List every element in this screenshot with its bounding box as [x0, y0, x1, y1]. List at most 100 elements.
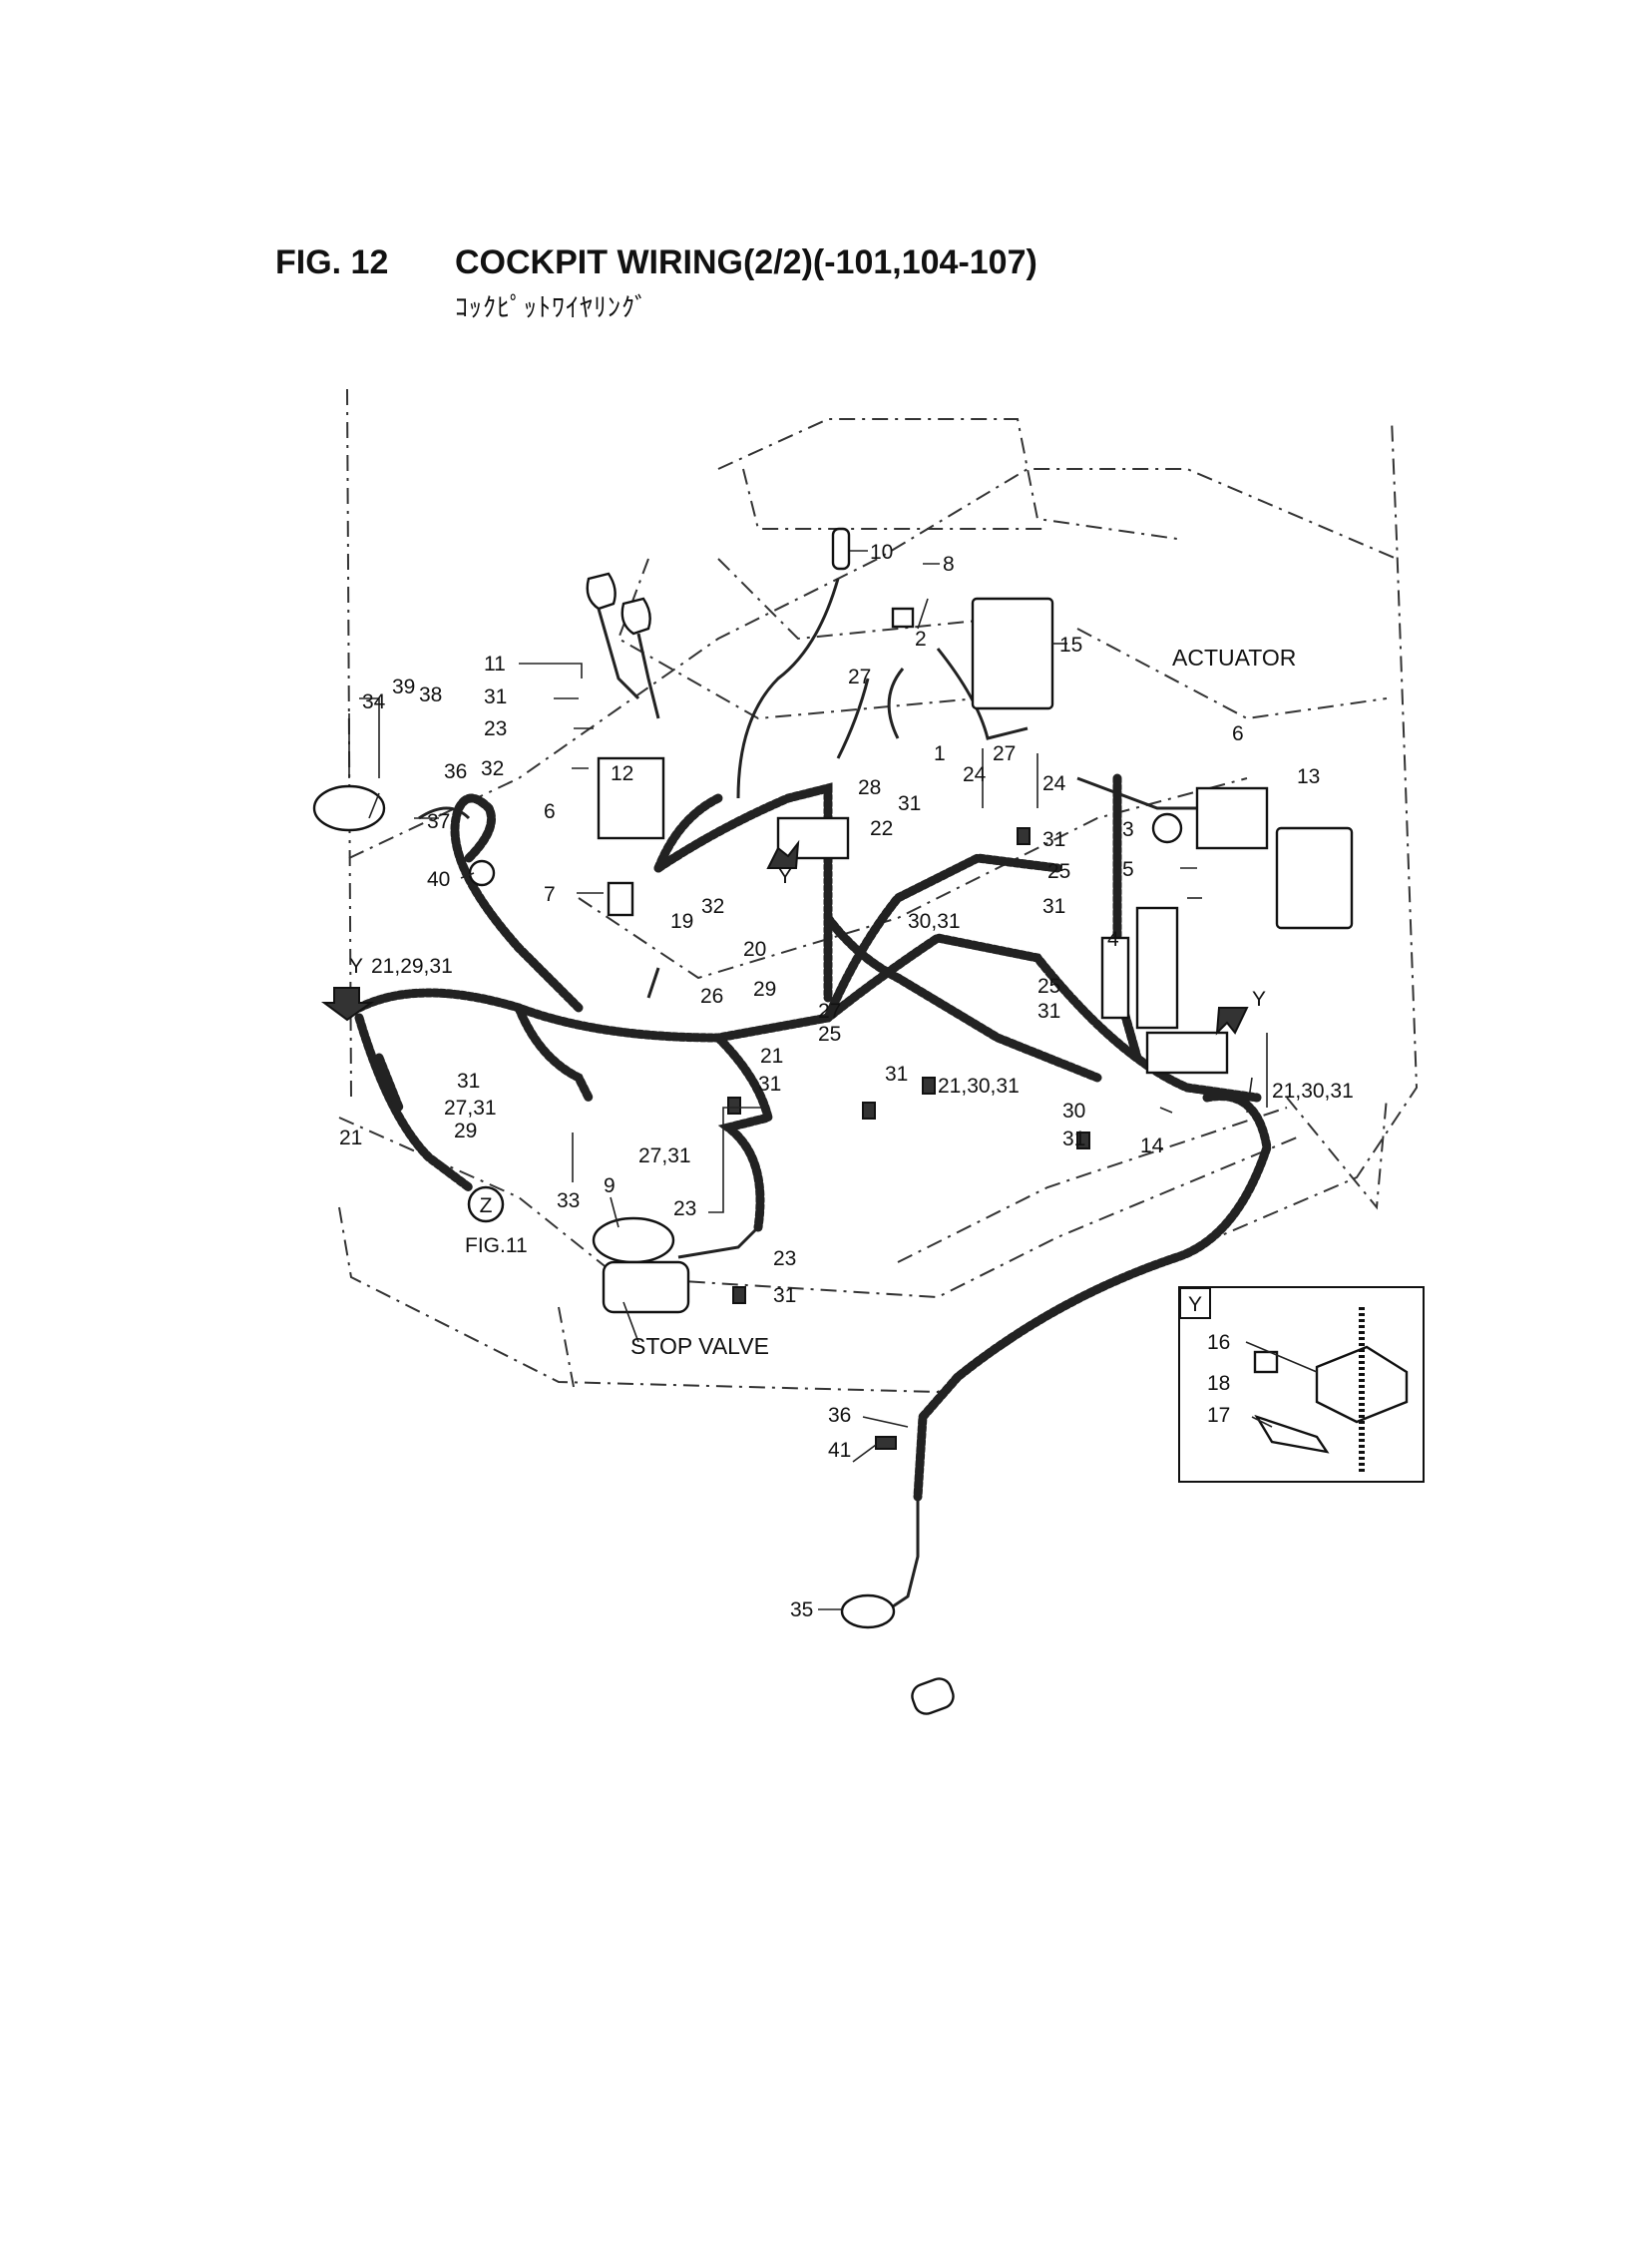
callout: 27: [993, 742, 1016, 765]
wires: [418, 578, 1207, 1618]
grommet-40: [468, 859, 496, 887]
callout: 27: [818, 1000, 841, 1023]
y-arrow-left: [320, 987, 375, 1022]
callout: 8: [943, 553, 955, 576]
callout-labels: 10 8 2 15 11 31 23 32 12 27 1 28 31 34 3…: [339, 541, 1354, 1621]
callout: 30: [1062, 1100, 1085, 1123]
figure-title: COCKPIT WIRING(2/2)(-101,104-107): [455, 243, 1037, 281]
callout: 28: [858, 776, 881, 799]
switch-34: [312, 784, 386, 832]
callout: 31: [1062, 1128, 1085, 1150]
callout: 10: [870, 541, 893, 564]
callout: 31: [1037, 1000, 1060, 1023]
plate-17: [1254, 1414, 1330, 1454]
controller-box-13: [1275, 826, 1354, 930]
callout: 36: [444, 760, 467, 783]
stop-valve-9: [592, 1216, 675, 1264]
fuse-block-5: [1135, 906, 1179, 1030]
callout: 21: [339, 1127, 362, 1149]
callout: 1: [934, 742, 946, 765]
z-circle: [467, 1185, 505, 1223]
callout: 24: [1042, 772, 1066, 795]
y-arrows: [320, 839, 1249, 1036]
callout: 31: [898, 792, 921, 815]
callout: 40: [427, 868, 450, 891]
stop-valve-label: STOP VALVE: [630, 1333, 769, 1359]
y-arrow-right: [1215, 1007, 1249, 1036]
callout: 33: [557, 1189, 580, 1212]
callout: 27: [848, 666, 871, 688]
bolt-31c: [1076, 1132, 1090, 1149]
callout: 24: [963, 763, 987, 786]
detail-y-box: Y: [1178, 1286, 1425, 1483]
callout: 30,31: [908, 910, 961, 933]
callout: 6: [1232, 722, 1244, 745]
callout: 29: [454, 1120, 477, 1142]
callout: 31: [457, 1070, 480, 1093]
callout: 31: [1042, 895, 1065, 918]
leader-lines: [348, 550, 1318, 1610]
switch-10: [831, 527, 851, 571]
parts: [312, 527, 1354, 1715]
fuse-4: [1100, 936, 1130, 1020]
callout: 9: [604, 1174, 616, 1197]
callout: 31: [484, 685, 507, 708]
bolt-31f: [1017, 827, 1031, 845]
callout: 6: [544, 800, 556, 823]
control-levers: [586, 572, 660, 719]
callout: 38: [419, 683, 442, 706]
bolt-31e: [732, 1286, 746, 1304]
bolt-31a: [727, 1097, 741, 1115]
callout: 18: [1207, 1372, 1230, 1395]
controller-box-15: [971, 597, 1054, 710]
callout: 26: [700, 985, 723, 1008]
callout: 25: [818, 1023, 841, 1046]
callout: 27,31: [638, 1144, 691, 1167]
callout: 21,29,31: [371, 955, 453, 978]
callout: 31: [773, 1284, 796, 1307]
connector-8: [891, 607, 915, 629]
callout: 22: [870, 817, 893, 840]
callout: 25: [1037, 975, 1060, 998]
relay-block-6b: [1195, 786, 1269, 850]
actuator-label: ACTUATOR: [1172, 645, 1296, 671]
bolt-18: [1253, 1350, 1279, 1374]
callout: 27,31: [444, 1097, 497, 1120]
callout: 37: [427, 810, 450, 833]
detail-y-label: Y: [1188, 1293, 1202, 1316]
callout: 11: [484, 653, 506, 676]
callout: 20: [743, 938, 766, 961]
callout: 39: [392, 676, 415, 698]
callout: 32: [481, 757, 504, 780]
callout: 21,30,31: [938, 1075, 1020, 1098]
sender-float: [911, 1677, 955, 1715]
callout: 21: [760, 1045, 783, 1068]
figure-subtitle: ｺｯｸﾋﾟｯﾄﾜｲﾔﾘﾝｸﾞ: [455, 292, 649, 322]
callout: 5: [1122, 858, 1134, 881]
callout: 34: [362, 690, 386, 713]
callout: 17: [1207, 1404, 1230, 1427]
wire-harnesses: [354, 773, 1272, 1502]
bracket-16: [1315, 1345, 1409, 1424]
callout: 13: [1297, 765, 1320, 788]
y-arrow-label-left: Y: [349, 955, 363, 978]
callout: 23: [673, 1197, 696, 1220]
callout: 31: [1042, 828, 1065, 851]
callout: 41: [828, 1439, 851, 1462]
callout: 21,30,31: [1272, 1080, 1354, 1103]
z-marker: Z: [480, 1194, 493, 1217]
callout: 12: [611, 762, 633, 785]
callout: 2: [915, 628, 927, 651]
bolt-41: [875, 1436, 897, 1450]
y-arrow-center: [766, 839, 800, 869]
callout: 3: [1122, 818, 1134, 841]
relay-block-6: [597, 756, 665, 840]
callout: 15: [1059, 634, 1082, 657]
fig11-reference: FIG.11: [465, 1234, 528, 1257]
relay-7: [607, 881, 634, 917]
callout: 35: [790, 1598, 813, 1621]
y-arrow-label-center: Y: [778, 865, 792, 888]
callout: 29: [753, 978, 776, 1001]
